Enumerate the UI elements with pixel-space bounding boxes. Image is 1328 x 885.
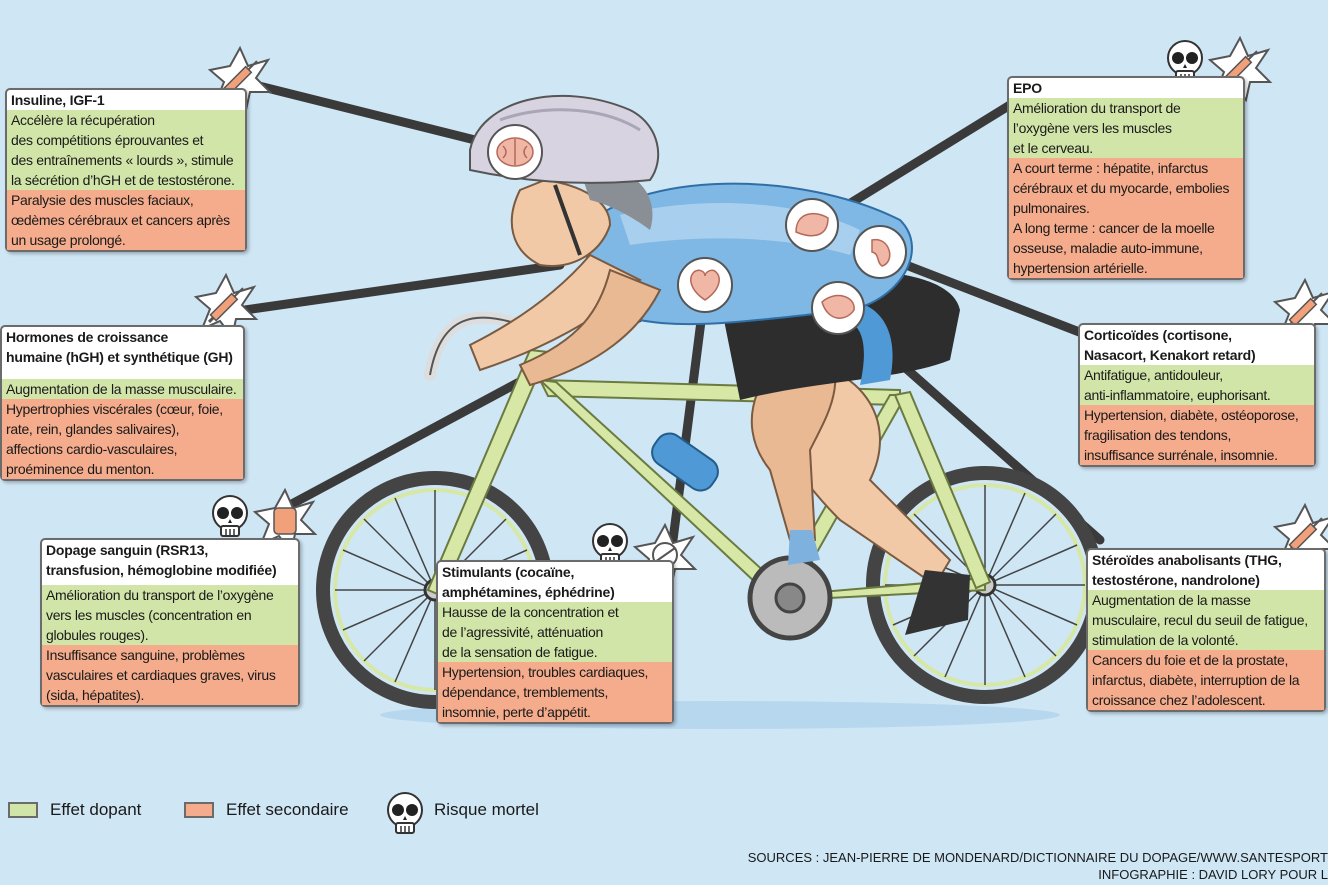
water-bottle — [651, 432, 719, 492]
card-corticoides: Corticoïdes (cortisone, Nasacort, Kenako… — [1078, 323, 1316, 467]
legend-swatch-secondaire — [184, 802, 214, 818]
legend-swatch-dopant — [8, 802, 38, 818]
skull-icon — [592, 523, 628, 565]
card-title: EPO — [1013, 80, 1042, 96]
legend-label: Risque mortel — [434, 800, 539, 819]
card-dopage-sanguin: Dopage sanguin (RSR13, transfusion, hémo… — [40, 538, 300, 707]
card-title: Insuline, IGF-1 — [11, 92, 105, 108]
effet-dopant-text: Amélioration du transport de l’oxygène v… — [42, 585, 298, 645]
skull-icon — [212, 495, 248, 537]
brain-icon — [487, 124, 543, 180]
card-title: Hormones de croissance humaine (hGH) et … — [6, 329, 233, 365]
blood-bag-icon — [254, 489, 316, 553]
credit-line: INFOGRAPHIE : DAVID LORY POUR L — [1098, 867, 1328, 882]
card-epo: EPO Amélioration du transport de l’oxygè… — [1007, 76, 1245, 280]
effet-dopant-text: Augmentation de la masse musculaire, rec… — [1088, 590, 1324, 650]
skull-icon — [1167, 40, 1203, 82]
legend-effet-dopant: Effet dopant — [8, 800, 141, 820]
effet-secondaire-text: Paralysie des muscles faciaux, œdèmes cé… — [7, 190, 245, 250]
legend-effet-secondaire: Effet secondaire — [184, 800, 349, 820]
legend-risque-mortel: Risque mortel — [434, 800, 539, 820]
kidney-icon — [853, 225, 907, 279]
card-title: Stimulants (cocaïne, amphétamines, éphéd… — [442, 564, 615, 600]
effet-secondaire-text: Hypertension, diabète, ostéoporose, frag… — [1080, 405, 1314, 465]
effet-dopant-text: Amélioration du transport de l’oxygène v… — [1009, 98, 1243, 158]
card-title: Stéroïdes anabolisants (THG, testostéron… — [1092, 552, 1282, 588]
effet-secondaire-text: Hypertension, troubles cardiaques, dépen… — [438, 662, 672, 722]
card-stimulants: Stimulants (cocaïne, amphétamines, éphéd… — [436, 560, 674, 724]
liver-icon — [811, 281, 865, 335]
legend-label: Effet dopant — [50, 800, 142, 819]
card-insuline: Insuline, IGF-1 Accélère la récupération… — [5, 88, 247, 252]
card-steroides: Stéroïdes anabolisants (THG, testostéron… — [1086, 548, 1326, 712]
effet-dopant-text: Accélère la récupération des compétition… — [7, 110, 245, 190]
effet-secondaire-text: Cancers du foie et de la prostate, infar… — [1088, 650, 1324, 710]
effet-dopant-text: Antifatigue, antidouleur, anti-inflammat… — [1080, 365, 1314, 405]
card-title: Dopage sanguin (RSR13, transfusion, hémo… — [46, 542, 277, 578]
lungs-icon — [785, 198, 839, 252]
skull-icon — [387, 792, 423, 834]
effet-dopant-text: Augmentation de la masse musculaire. — [2, 379, 243, 399]
effet-secondaire-text: Insuffisance sanguine, problèmes vascula… — [42, 645, 298, 705]
sources-line: SOURCES : JEAN-PIERRE DE MONDENARD/DICTI… — [747, 850, 1328, 865]
card-title: Corticoïdes (cortisone, Nasacort, Kenako… — [1084, 327, 1256, 363]
effet-secondaire-text: A court terme : hépatite, infarctus céré… — [1009, 158, 1243, 278]
heart-icon — [677, 257, 733, 313]
effet-secondaire-text: Hypertrophies viscérales (cœur, foie, ra… — [2, 399, 243, 479]
legend-label: Effet secondaire — [226, 800, 349, 819]
effet-dopant-text: Hausse de la concentration et de l’agres… — [438, 602, 672, 662]
card-hormones: Hormones de croissance humaine (hGH) et … — [0, 325, 245, 481]
